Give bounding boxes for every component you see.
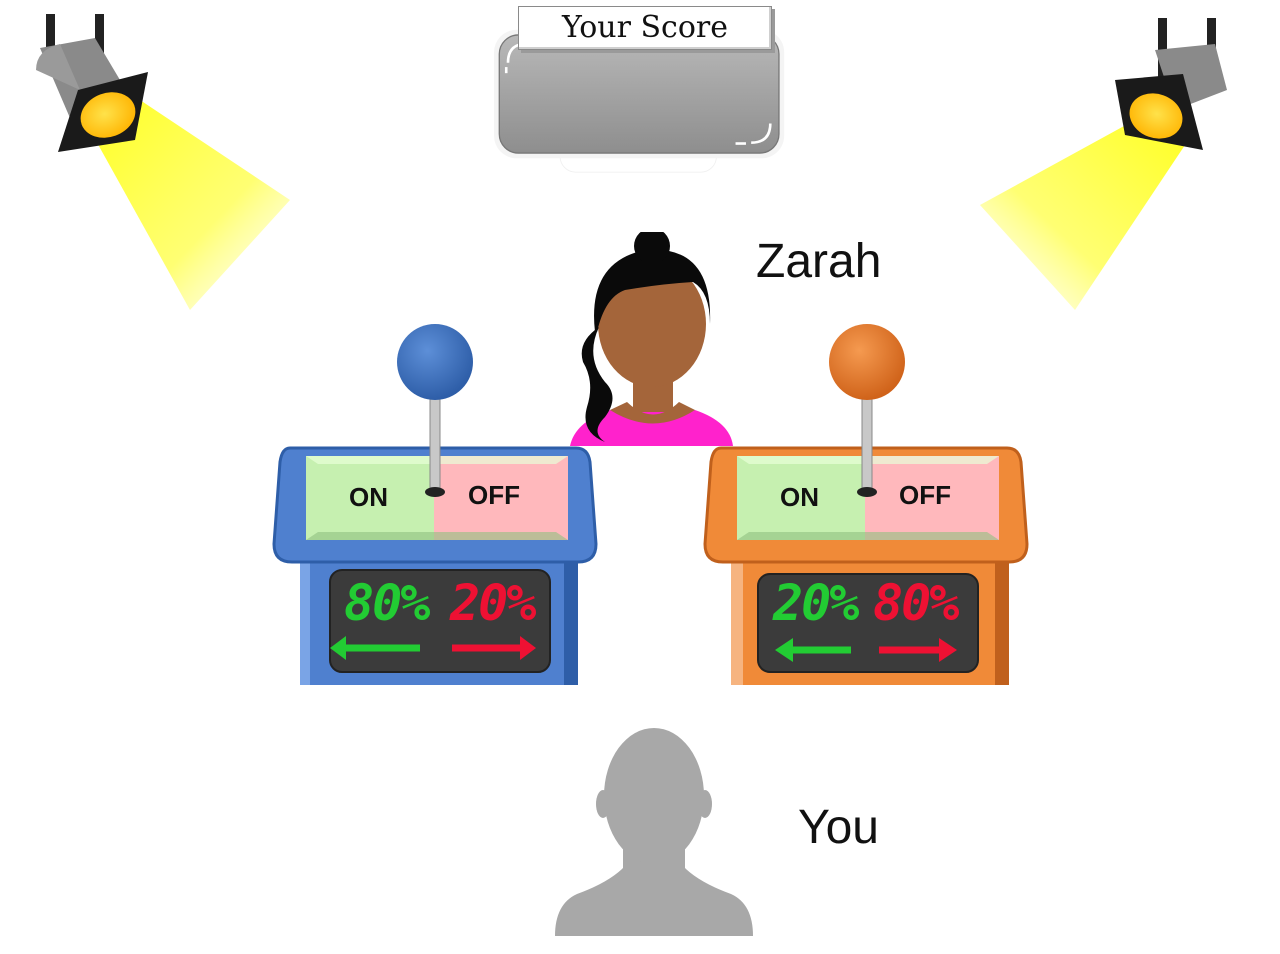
spotlight-left-icon bbox=[36, 14, 290, 310]
player-name: You bbox=[798, 801, 879, 854]
spotlight-right-icon bbox=[980, 18, 1227, 310]
blue-left-percent: 80% bbox=[344, 574, 430, 632]
player-avatar bbox=[555, 728, 753, 936]
opponent-avatar bbox=[570, 232, 733, 446]
machine-blue-body bbox=[272, 324, 598, 685]
score-label: Your Score bbox=[518, 6, 772, 50]
orange-right-percent: 80% bbox=[873, 574, 959, 632]
blue-on-label: ON bbox=[349, 482, 388, 512]
orange-off-label: OFF bbox=[899, 480, 951, 510]
machine-orange-body bbox=[703, 324, 1029, 685]
orange-left-percent: 20% bbox=[773, 574, 859, 632]
machine-orange[interactable]: ON OFF 20% 80% bbox=[703, 322, 1031, 688]
blue-right-percent: 20% bbox=[450, 574, 536, 632]
machine-blue[interactable]: ON OFF 80% 20% bbox=[272, 322, 600, 688]
score-display bbox=[494, 29, 785, 173]
blue-off-label: OFF bbox=[468, 480, 520, 510]
opponent-name: Zarah bbox=[756, 235, 882, 288]
orange-on-label: ON bbox=[780, 482, 819, 512]
